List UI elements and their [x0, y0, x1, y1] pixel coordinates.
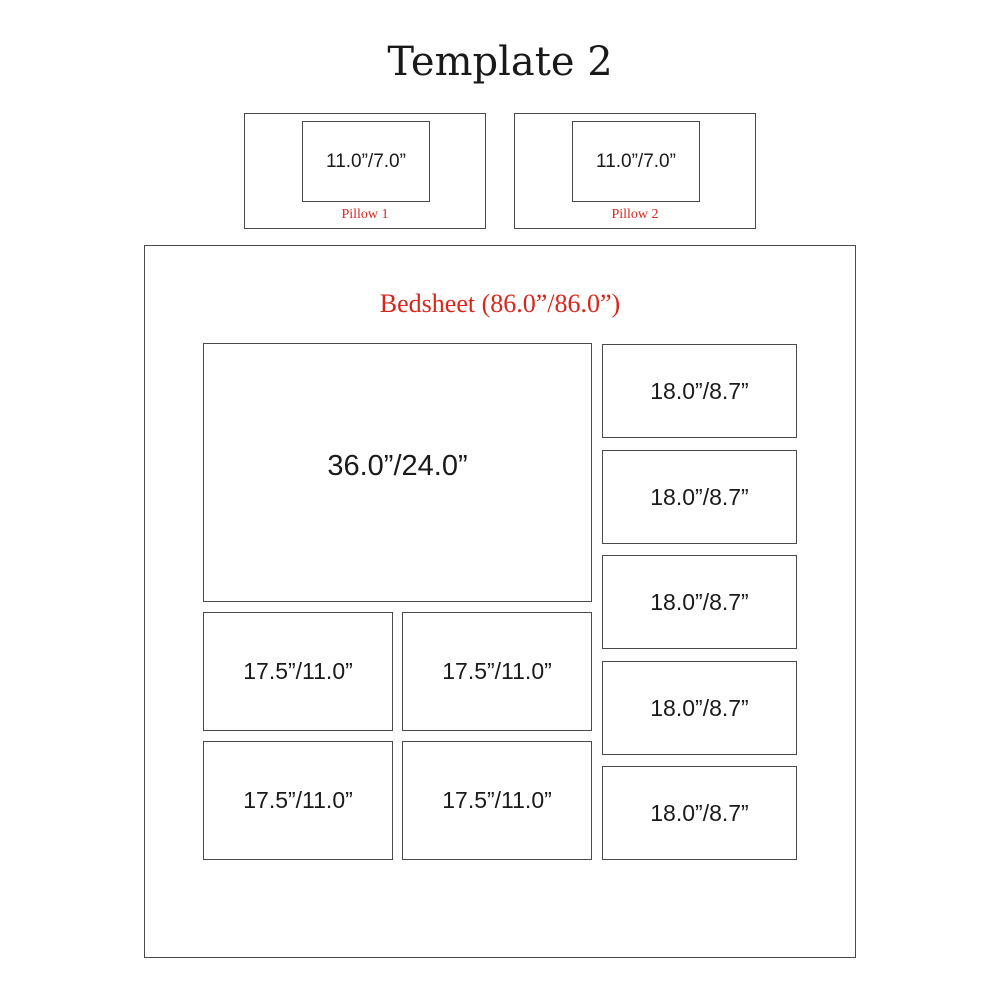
bedsheet-side-panel-2: 18.0”/8.7” — [602, 450, 797, 544]
bedsheet-side-panel-1: 18.0”/8.7” — [602, 344, 797, 438]
page-title: Template 2 — [387, 39, 613, 85]
pillow-1-label: Pillow 1 — [341, 207, 389, 222]
bedsheet-frame — [144, 245, 856, 958]
pillow-2-label: Pillow 2 — [611, 207, 659, 222]
pillow-2-dimension: 11.0”/7.0” — [596, 150, 676, 172]
bedsheet-title: Bedsheet (86.0”/86.0”) — [379, 289, 621, 318]
side-panel-4-dimension: 18.0”/8.7” — [650, 694, 749, 721]
side-panel-5-dimension: 18.0”/8.7” — [650, 799, 749, 826]
bedsheet-small-panel-1: 17.5”/11.0” — [203, 612, 393, 731]
side-panel-3-dimension: 18.0”/8.7” — [650, 588, 749, 615]
small-panel-3-dimension: 17.5”/11.0” — [243, 787, 353, 813]
bedsheet-side-panel-3: 18.0”/8.7” — [602, 555, 797, 649]
pillow-1-print-area: 11.0”/7.0” — [302, 121, 430, 202]
small-panel-1-dimension: 17.5”/11.0” — [243, 658, 353, 684]
side-panel-2-dimension: 18.0”/8.7” — [650, 483, 749, 510]
main-panel-dimension: 36.0”/24.0” — [327, 450, 468, 482]
small-panel-4-dimension: 17.5”/11.0” — [442, 787, 552, 813]
pillow-1-frame: 11.0”/7.0” Pillow 1 — [244, 113, 486, 229]
side-panel-1-dimension: 18.0”/8.7” — [650, 377, 749, 404]
bedsheet-main-panel: 36.0”/24.0” — [203, 343, 592, 602]
small-panel-2-dimension: 17.5”/11.0” — [442, 658, 552, 684]
bedsheet-small-panel-2: 17.5”/11.0” — [402, 612, 592, 731]
pillow-2-print-area: 11.0”/7.0” — [572, 121, 700, 202]
bedsheet-small-panel-3: 17.5”/11.0” — [203, 741, 393, 860]
bedsheet-small-panel-4: 17.5”/11.0” — [402, 741, 592, 860]
pillow-1-dimension: 11.0”/7.0” — [326, 150, 406, 172]
bedsheet-side-panel-5: 18.0”/8.7” — [602, 766, 797, 860]
pillow-2-frame: 11.0”/7.0” Pillow 2 — [514, 113, 756, 229]
bedsheet-side-panel-4: 18.0”/8.7” — [602, 661, 797, 755]
